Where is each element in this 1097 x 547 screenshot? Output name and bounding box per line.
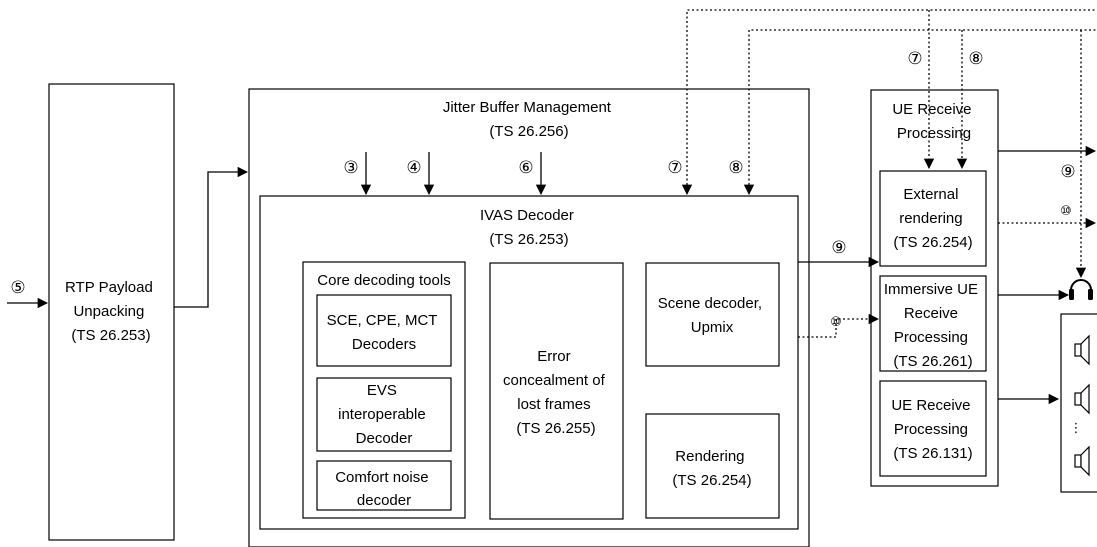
evs-block-label: EVS interoperable Decoder	[338, 382, 430, 447]
sce-block-label: SCE, CPE, MCT Decoders	[327, 312, 442, 353]
marker-9-ivas: ⑨	[831, 238, 846, 257]
rtp-block-label: RTP Payload Unpacking (TS 26.253)	[65, 279, 157, 344]
speaker-icon	[1074, 334, 1090, 366]
rendering-block: Rendering (TS 26.254)	[645, 413, 780, 519]
marker-8-ue: ⑧	[968, 49, 983, 68]
speaker-ellipsis: ⋮	[1070, 420, 1083, 435]
ivas-block-label: IVAS Decoder (TS 26.253)	[480, 207, 578, 248]
dotted-line-8-top	[748, 29, 1097, 194]
marker-8-ivas: ⑧	[728, 158, 743, 177]
solid-connections	[7, 145, 1097, 405]
ue-131-block-label: UE Receive Processing (TS 26.131)	[891, 397, 974, 462]
comfort-noise-decoder-block: Comfort noise decoder	[316, 460, 452, 511]
rtp-payload-unpacking-block: RTP Payload Unpacking (TS 26.253)	[48, 83, 175, 541]
marker-3: ③	[343, 158, 358, 177]
marker-4: ④	[406, 158, 421, 177]
ue-receive-ts26131-block: UE Receive Processing (TS 26.131)	[879, 380, 987, 477]
error-block-label: Error concealment of lost frames (TS 26.…	[503, 348, 609, 437]
circled-markers: ⑤ ③ ④ ⑥ ⑦ ⑧ ⑦ ⑧ ⑨ ⑩ ⑨ ⑩	[10, 49, 1075, 329]
scene-decoder-block: Scene decoder, Upmix	[645, 262, 780, 367]
marker-10-out: ⑩	[1060, 203, 1072, 218]
ue-receive-block-label: UE Receive Processing	[892, 101, 975, 142]
dotted-arrow-10-to-ue	[798, 313, 880, 338]
sce-cpe-mct-decoders-block: SCE, CPE, MCT Decoders	[316, 294, 452, 367]
speaker-icon	[1074, 383, 1090, 415]
scene-block-label: Scene decoder, Upmix	[658, 295, 766, 336]
rendering-block-label: Rendering (TS 26.254)	[672, 448, 751, 489]
core-block-label: Core decoding tools	[317, 272, 450, 289]
external-rendering-block: External rendering (TS 26.254)	[879, 170, 987, 267]
evs-interoperable-decoder-block: EVS interoperable Decoder	[316, 377, 452, 452]
marker-7-ue: ⑦	[907, 49, 922, 68]
comfort-block-label: Comfort noise decoder	[335, 469, 433, 509]
marker-9-out: ⑨	[1060, 162, 1075, 181]
marker-10-ivas: ⑩	[830, 314, 842, 329]
immersive-block-label: Immersive UE Receive Processing (TS 26.2…	[884, 281, 982, 370]
marker-6: ⑥	[518, 158, 533, 177]
loudspeaker-panel: ⋮	[1060, 313, 1097, 493]
dotted-connections	[681, 9, 1097, 338]
marker-5: ⑤	[10, 278, 25, 297]
external-block-label: External rendering (TS 26.254)	[893, 186, 972, 251]
headphones-icon	[1069, 279, 1093, 300]
marker-7-ivas: ⑦	[667, 158, 682, 177]
rtp-to-jbm-arrow	[174, 166, 249, 308]
immersive-ue-receive-block: Immersive UE Receive Processing (TS 26.2…	[879, 275, 987, 372]
error-concealment-block: Error concealment of lost frames (TS 26.…	[489, 262, 624, 520]
speaker-icon	[1074, 445, 1090, 477]
jbm-block-label: Jitter Buffer Management (TS 26.256)	[443, 99, 615, 140]
